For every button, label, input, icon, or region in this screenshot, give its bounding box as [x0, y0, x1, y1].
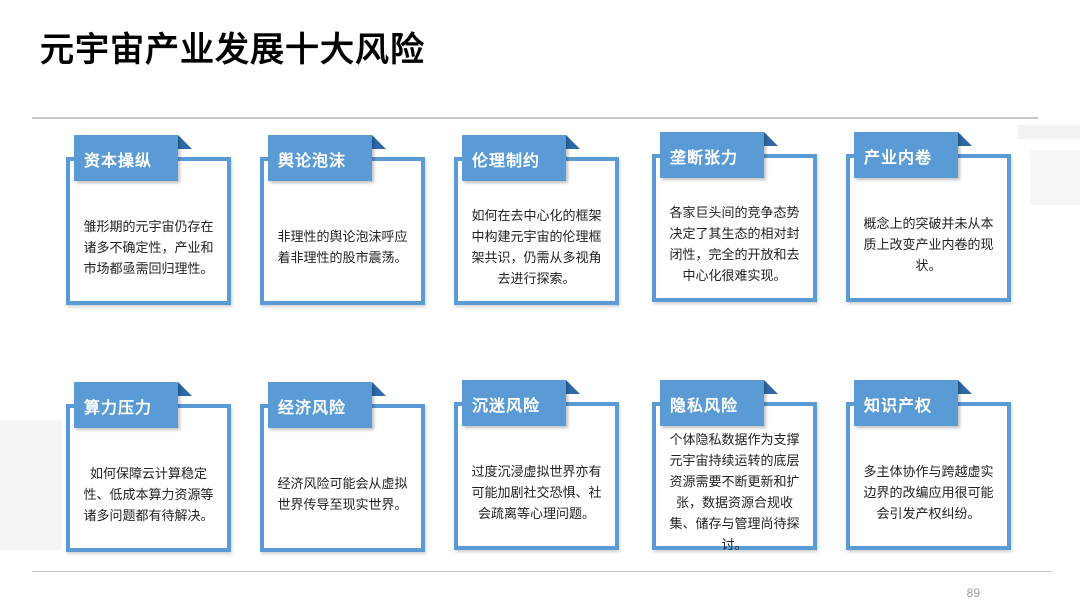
- card-description: 概念上的突破并未从本质上改变产业内卷的现状。: [863, 216, 994, 274]
- risk-card-industry-involution: 概念上的突破并未从本质上改变产业内卷的现状。 产业内卷: [846, 132, 1011, 302]
- card-frame: 过度沉浸虚拟世界亦有可能加剧社交恐惧、社会疏离等心理问题。: [454, 402, 619, 550]
- risk-card-ethics: 如何在去中心化的框架中构建元宇宙的伦理框架共识，仍需从多视角去进行探索。 伦理制…: [454, 135, 619, 305]
- card-frame: 如何保障云计算稳定性、低成本算力资源等诸多问题都有待解决。: [66, 404, 231, 552]
- card-description: 个体隐私数据作为支撑元宇宙持续运转的底层资源需要不断更新和扩张，数据资源合规收集…: [669, 433, 800, 553]
- card-heading: 伦理制约: [472, 151, 541, 170]
- tab-fold: [764, 132, 778, 146]
- card-tab: 经济风险: [268, 382, 372, 428]
- card-tab: 知识产权: [854, 380, 958, 426]
- card-description: 多主体协作与跨越虚实边界的改编应用很可能会引发产权纠纷。: [863, 464, 994, 522]
- tab-fold: [958, 132, 972, 146]
- card-tab: 资本操纵: [74, 135, 178, 181]
- decorative-block-left: [0, 420, 62, 550]
- card-heading: 资本操纵: [84, 151, 153, 170]
- card-tab: 产业内卷: [854, 132, 958, 178]
- slide-title: 元宇宙产业发展十大风险: [40, 30, 425, 70]
- card-description: 如何保障云计算稳定性、低成本算力资源等诸多问题都有待解决。: [83, 466, 214, 524]
- risk-card-compute-pressure: 如何保障云计算稳定性、低成本算力资源等诸多问题都有待解决。 算力压力: [66, 382, 231, 552]
- card-description: 雏形期的元宇宙仍存在诸多不确定性，产业和市场都亟需回归理性。: [83, 219, 214, 277]
- decorative-block-right: [1018, 125, 1080, 139]
- card-heading: 垄断张力: [670, 148, 739, 167]
- risk-card-intellectual-property: 多主体协作与跨越虚实边界的改编应用很可能会引发产权纠纷。 知识产权: [846, 380, 1011, 550]
- top-divider: [32, 117, 1038, 119]
- card-heading: 舆论泡沫: [278, 151, 347, 170]
- card-frame: 各家巨头间的竞争态势决定了其生态的相对封闭性，完全的开放和去中心化很难实现。: [652, 154, 817, 302]
- card-tab: 舆论泡沫: [268, 135, 372, 181]
- card-heading: 隐私风险: [670, 396, 739, 415]
- card-heading: 算力压力: [84, 398, 153, 417]
- card-heading: 知识产权: [864, 396, 933, 415]
- tab-fold: [566, 380, 580, 394]
- card-description: 如何在去中心化的框架中构建元宇宙的伦理框架共识，仍需从多视角去进行探索。: [471, 209, 602, 287]
- bottom-divider: [32, 571, 1052, 572]
- tab-fold: [764, 380, 778, 394]
- tab-fold: [958, 380, 972, 394]
- card-description: 非理性的舆论泡沫呼应着非理性的股市震荡。: [277, 230, 408, 266]
- risk-card-addiction: 过度沉浸虚拟世界亦有可能加剧社交恐惧、社会疏离等心理问题。 沉迷风险: [454, 380, 619, 550]
- card-description: 经济风险可能会从虚拟世界传导至现实世界。: [277, 477, 408, 513]
- card-frame: 概念上的突破并未从本质上改变产业内卷的现状。: [846, 154, 1011, 302]
- tab-fold: [178, 135, 192, 149]
- card-description: 各家巨头间的竞争态势决定了其生态的相对封闭性，完全的开放和去中心化很难实现。: [669, 206, 800, 284]
- card-tab: 伦理制约: [462, 135, 566, 181]
- risk-card-capital-manipulation: 雏形期的元宇宙仍存在诸多不确定性，产业和市场都亟需回归理性。 资本操纵: [66, 135, 231, 305]
- card-frame: 雏形期的元宇宙仍存在诸多不确定性，产业和市场都亟需回归理性。: [66, 157, 231, 305]
- tab-fold: [566, 135, 580, 149]
- card-heading: 经济风险: [278, 398, 347, 417]
- risk-card-opinion-bubble: 非理性的舆论泡沫呼应着非理性的股市震荡。 舆论泡沫: [260, 135, 425, 305]
- tab-fold: [178, 382, 192, 396]
- card-tab: 隐私风险: [660, 380, 764, 426]
- card-description: 过度沉浸虚拟世界亦有可能加剧社交恐惧、社会疏离等心理问题。: [471, 464, 602, 522]
- tab-fold: [372, 382, 386, 396]
- risk-card-economic-risk: 经济风险可能会从虚拟世界传导至现实世界。 经济风险: [260, 382, 425, 552]
- card-tab: 沉迷风险: [462, 380, 566, 426]
- card-heading: 产业内卷: [864, 148, 933, 167]
- page-number: 89: [966, 586, 980, 600]
- card-tab: 算力压力: [74, 382, 178, 428]
- risk-card-monopoly: 各家巨头间的竞争态势决定了其生态的相对封闭性，完全的开放和去中心化很难实现。 垄…: [652, 132, 817, 302]
- card-heading: 沉迷风险: [472, 396, 541, 415]
- tab-fold: [372, 135, 386, 149]
- risk-card-privacy: 个体隐私数据作为支撑元宇宙持续运转的底层资源需要不断更新和扩张，数据资源合规收集…: [652, 380, 817, 553]
- decorative-block-right-lower: [1030, 150, 1080, 205]
- card-frame: 经济风险可能会从虚拟世界传导至现实世界。: [260, 404, 425, 552]
- card-tab: 垄断张力: [660, 132, 764, 178]
